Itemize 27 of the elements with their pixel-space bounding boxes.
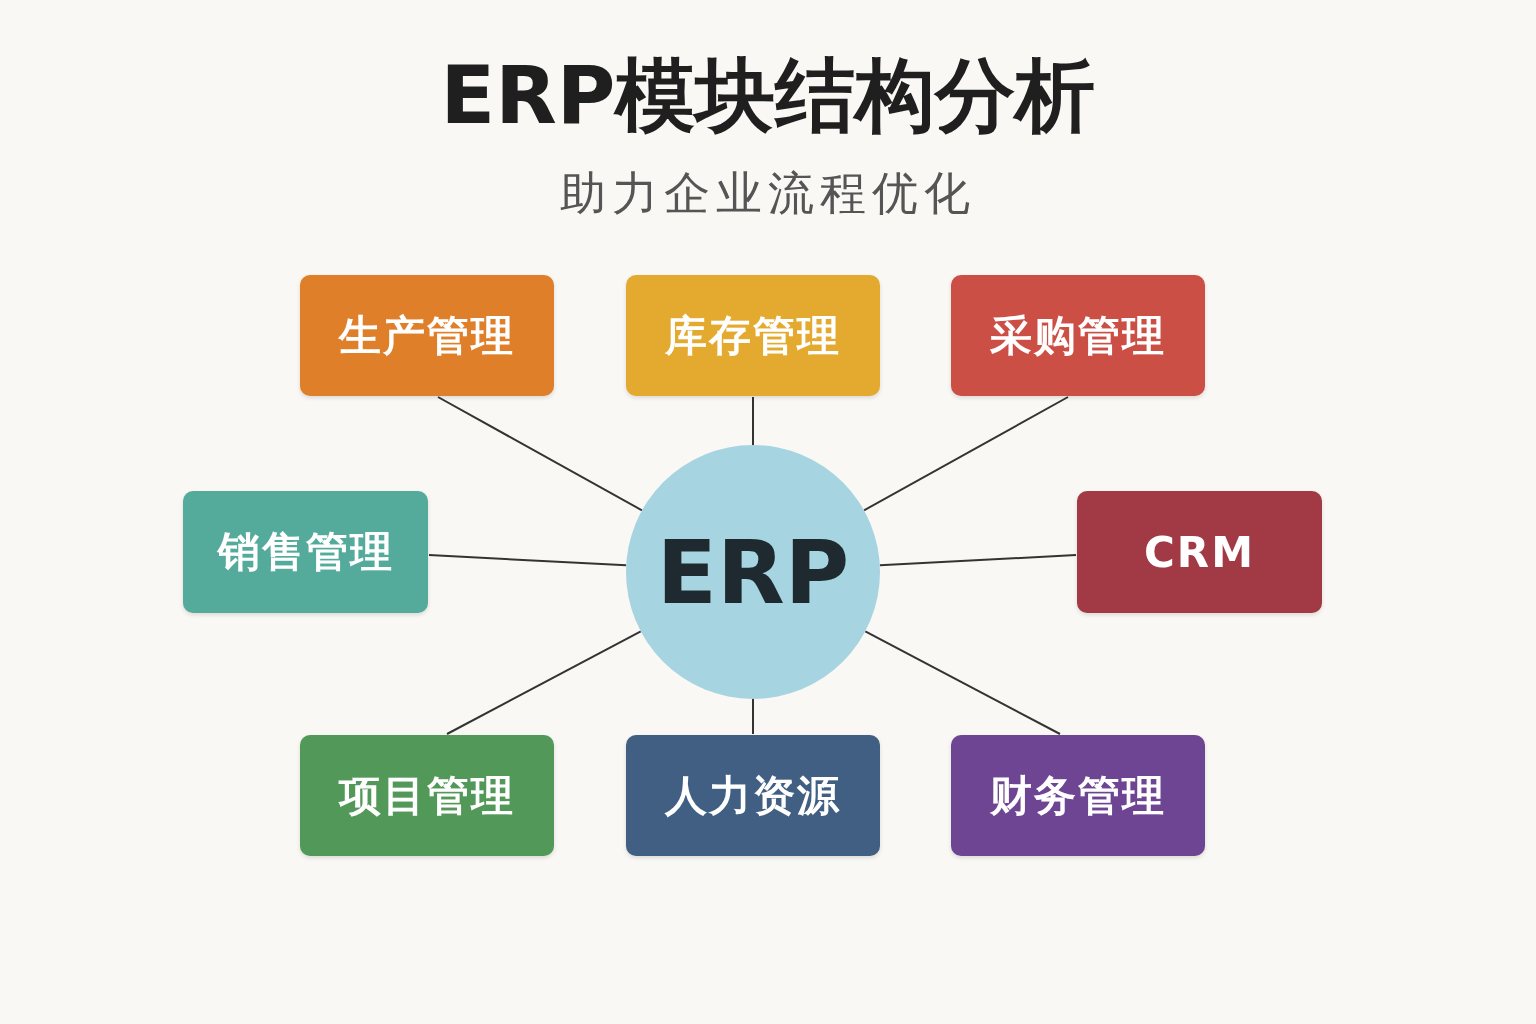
title: ERP模块结构分析: [440, 52, 1096, 140]
module-box: [300, 275, 554, 396]
module-box: [300, 735, 554, 856]
module-label: 财务管理: [990, 769, 1166, 822]
connector-line: [446, 630, 642, 735]
module-label: CRM: [1144, 527, 1255, 577]
connector-line: [863, 396, 1069, 512]
hub-label: ERP: [656, 520, 850, 624]
connector-line: [752, 698, 754, 735]
module-box: [183, 491, 428, 613]
module-label: 库存管理: [665, 309, 841, 362]
module-label: 生产管理: [339, 309, 515, 362]
module-box: [1077, 491, 1322, 613]
connector-line: [428, 554, 628, 567]
module-box: [626, 735, 880, 856]
module-label: 人力资源: [665, 769, 841, 822]
connector-line: [864, 630, 1061, 735]
module-label: 销售管理: [217, 526, 394, 578]
subtitle: 助力企业流程优化: [560, 166, 976, 222]
module-label: 项目管理: [339, 769, 515, 822]
module-box: [951, 735, 1205, 856]
connector-line: [752, 396, 754, 446]
module-label: 采购管理: [990, 309, 1166, 362]
module-box: [626, 275, 880, 396]
connector-line: [437, 396, 643, 512]
connector-line: [878, 554, 1077, 567]
module-box: [951, 275, 1205, 396]
